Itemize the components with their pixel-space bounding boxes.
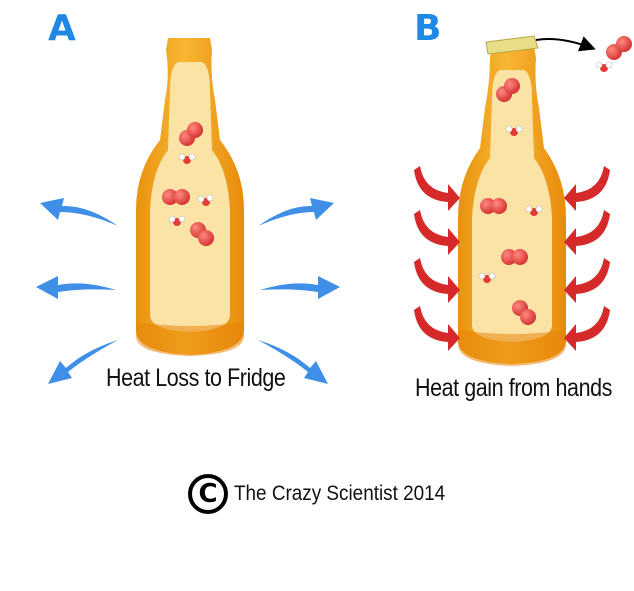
cold-arrow [258, 198, 334, 226]
caption-heat-gain: Heat gain from hands [415, 374, 612, 402]
bottle-a [136, 38, 244, 356]
bottle-b-base [458, 330, 566, 366]
warm-arrow [414, 306, 460, 351]
cold-arrow [40, 198, 118, 226]
cold-arrow [36, 276, 116, 299]
co2-molecule [496, 78, 520, 102]
warm-arrow [564, 258, 610, 303]
escaping-water-molecule [595, 61, 613, 72]
heat-gain-arrows [414, 166, 610, 351]
panel-b-label: B [414, 8, 442, 49]
co2-molecule [480, 198, 507, 214]
bottle-a-base [136, 322, 244, 356]
bottle-cap [485, 35, 539, 55]
warm-arrow [564, 166, 610, 211]
warm-arrow [564, 306, 610, 351]
warm-arrow [564, 210, 610, 255]
bottle-b [458, 35, 632, 366]
co2-molecule [190, 222, 214, 246]
water-molecule [168, 215, 186, 226]
water-molecule [178, 153, 196, 164]
co2-molecule [162, 189, 190, 205]
co2-molecule [501, 249, 528, 265]
escaping-co2-molecule [606, 36, 632, 60]
escape-arrow [535, 36, 596, 52]
heat-loss-arrows [36, 198, 340, 384]
panel-a-label: A [48, 8, 76, 49]
copyright-credit: The Crazy Scientist 2014 [234, 482, 446, 505]
copyright-notice: C The Crazy Scientist 2014 [188, 474, 469, 514]
water-molecule [197, 194, 214, 206]
cold-arrow [258, 340, 328, 384]
warm-arrow [414, 210, 460, 255]
cold-arrow [48, 340, 118, 384]
water-molecule [478, 272, 496, 283]
water-molecule [505, 125, 523, 136]
cold-arrow [260, 276, 340, 299]
warm-arrow [414, 258, 460, 303]
co2-molecule [512, 300, 536, 325]
copyright-icon: C [188, 474, 228, 514]
warm-arrow [414, 166, 460, 211]
water-molecule [525, 205, 543, 216]
caption-heat-loss: Heat Loss to Fridge [106, 364, 286, 392]
co2-molecule [179, 122, 203, 146]
